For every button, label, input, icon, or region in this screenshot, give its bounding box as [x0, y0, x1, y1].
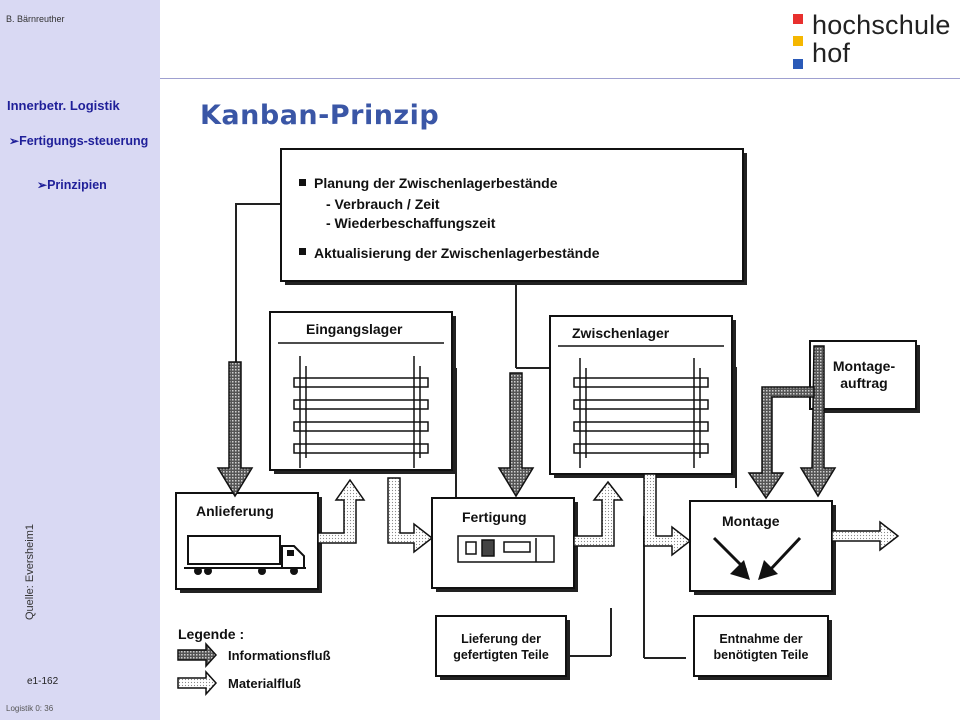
logo-square-red [793, 14, 803, 24]
author-name: B. Bärnreuther [6, 14, 65, 24]
eingangslager-label: Eingangslager [306, 321, 403, 337]
logo-text-line1: hochschule [812, 10, 951, 40]
information-flow-arrows [216, 345, 837, 500]
page-title: Kanban-Prinzip [200, 100, 440, 131]
planning-sub-1: - Verbrauch / Zeit [326, 196, 440, 212]
zwischenlager-label: Zwischenlager [572, 325, 670, 341]
truck-icon [184, 535, 306, 575]
machine-icon [457, 535, 555, 563]
diagram-graphics [175, 148, 920, 696]
planning-sub-2: - Wiederbeschaffungszeit [326, 215, 496, 231]
logo-text-line2: hof [812, 38, 851, 68]
planning-item-2: Aktualisierung der Zwischenlagerbestände [314, 245, 600, 261]
logo-square-yellow [793, 36, 803, 46]
nav-title[interactable]: Innerbetr. Logistik [7, 98, 120, 113]
legend-material-flow: Materialfluß [228, 676, 301, 691]
logo-square-blue [793, 59, 803, 69]
planning-box [280, 148, 747, 285]
lieferung-label: Lieferung der gefertigten Teile [453, 632, 549, 662]
montage-box [689, 500, 836, 595]
converging-arrows-icon [712, 536, 802, 580]
kanban-diagram: Planung der Zwischenlagerbestände - Verb… [166, 138, 956, 718]
lieferung-box [435, 615, 570, 680]
fertigung-box [431, 497, 578, 592]
montageauftrag-text: Montage-auftrag [832, 358, 896, 391]
legend-graphics [177, 642, 218, 696]
montage-label: Montage [722, 513, 780, 529]
legend-information-flow: Informationsfluß [228, 648, 331, 663]
zwischenlager-box [549, 315, 736, 478]
material-flow-arrows [317, 473, 900, 557]
source-note: Quelle: Eversheim1 [24, 524, 36, 620]
entnahme-label: Entnahme der benötigten Teile [713, 632, 809, 662]
sidebar: B. Bärnreuther Innerbetr. Logistik ➢Fert… [0, 0, 160, 720]
slide-code: e1-162 [27, 676, 59, 687]
entnahme-box [693, 615, 832, 680]
nav-item-label: Prinzipien [47, 178, 107, 192]
fertigung-label: Fertigung [462, 509, 527, 525]
anlieferung-box [175, 492, 322, 593]
montageauftrag-box [809, 340, 920, 413]
hochschule-hof-logo: hochschule hof [793, 10, 953, 74]
eingangslager-box [269, 311, 456, 474]
nav-item-label: Fertigungs-steuerung [19, 134, 149, 148]
page-number: Logistik 0: 36 [6, 704, 54, 713]
chevron-right-icon: ➢ [9, 134, 20, 148]
header-divider [160, 78, 960, 79]
montageauftrag-label: Montage-auftrag [816, 358, 912, 392]
planning-item-1: Planung der Zwischenlagerbestände [314, 175, 558, 191]
anlieferung-label: Anlieferung [196, 503, 274, 519]
chevron-right-icon: ➢ [37, 178, 48, 192]
nav-item-prinzipien[interactable]: ➢Prinzipien [37, 178, 107, 192]
legend-title: Legende : [178, 626, 245, 642]
nav-item-fertigungssteuerung[interactable]: ➢Fertigungs-steuerung [9, 133, 149, 150]
